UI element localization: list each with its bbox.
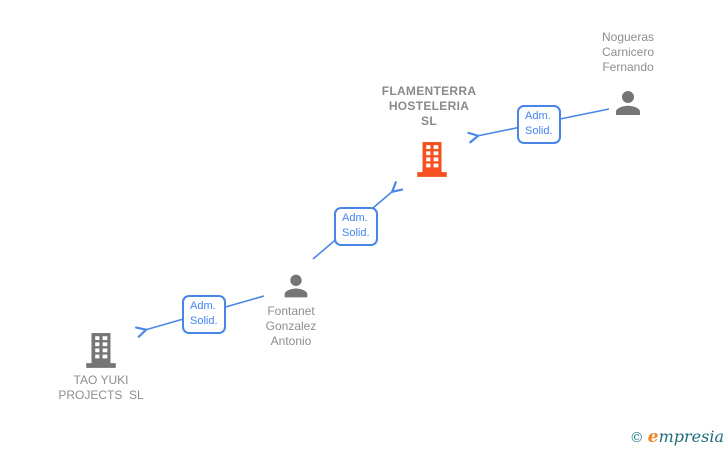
copyright-icon: ©: [629, 430, 644, 446]
node-label-tao-yuki-projects-sl[interactable]: TAO YUKI PROJECTS SL: [58, 373, 144, 402]
edge-label-adm-solid-1: Adm. Solid.: [517, 105, 561, 144]
empresia-logo-initial: e: [647, 427, 659, 447]
person-icon-fontanet[interactable]: [279, 269, 313, 303]
person-icon-nogueras[interactable]: [610, 85, 646, 121]
company-building-icon-flamenterra[interactable]: [414, 141, 450, 179]
empresia-logo[interactable]: ©empresia: [630, 428, 724, 447]
edge-label-adm-solid-2: Adm. Solid.: [334, 207, 378, 246]
node-label-flamenterra-hosteleria-sl[interactable]: FLAMENTERRA HOSTELERIA SL: [381, 84, 477, 128]
node-label-fontanet-gonzalez-antonio[interactable]: Fontanet Gonzalez Antonio: [265, 304, 317, 348]
empresia-logo-text: mpresia: [658, 427, 724, 446]
node-label-nogueras-carnicero-fernando[interactable]: Nogueras Carnicero Fernando: [601, 30, 655, 74]
edge-label-adm-solid-3: Adm. Solid.: [182, 295, 226, 334]
company-building-icon-taoyuki[interactable]: [83, 332, 119, 370]
